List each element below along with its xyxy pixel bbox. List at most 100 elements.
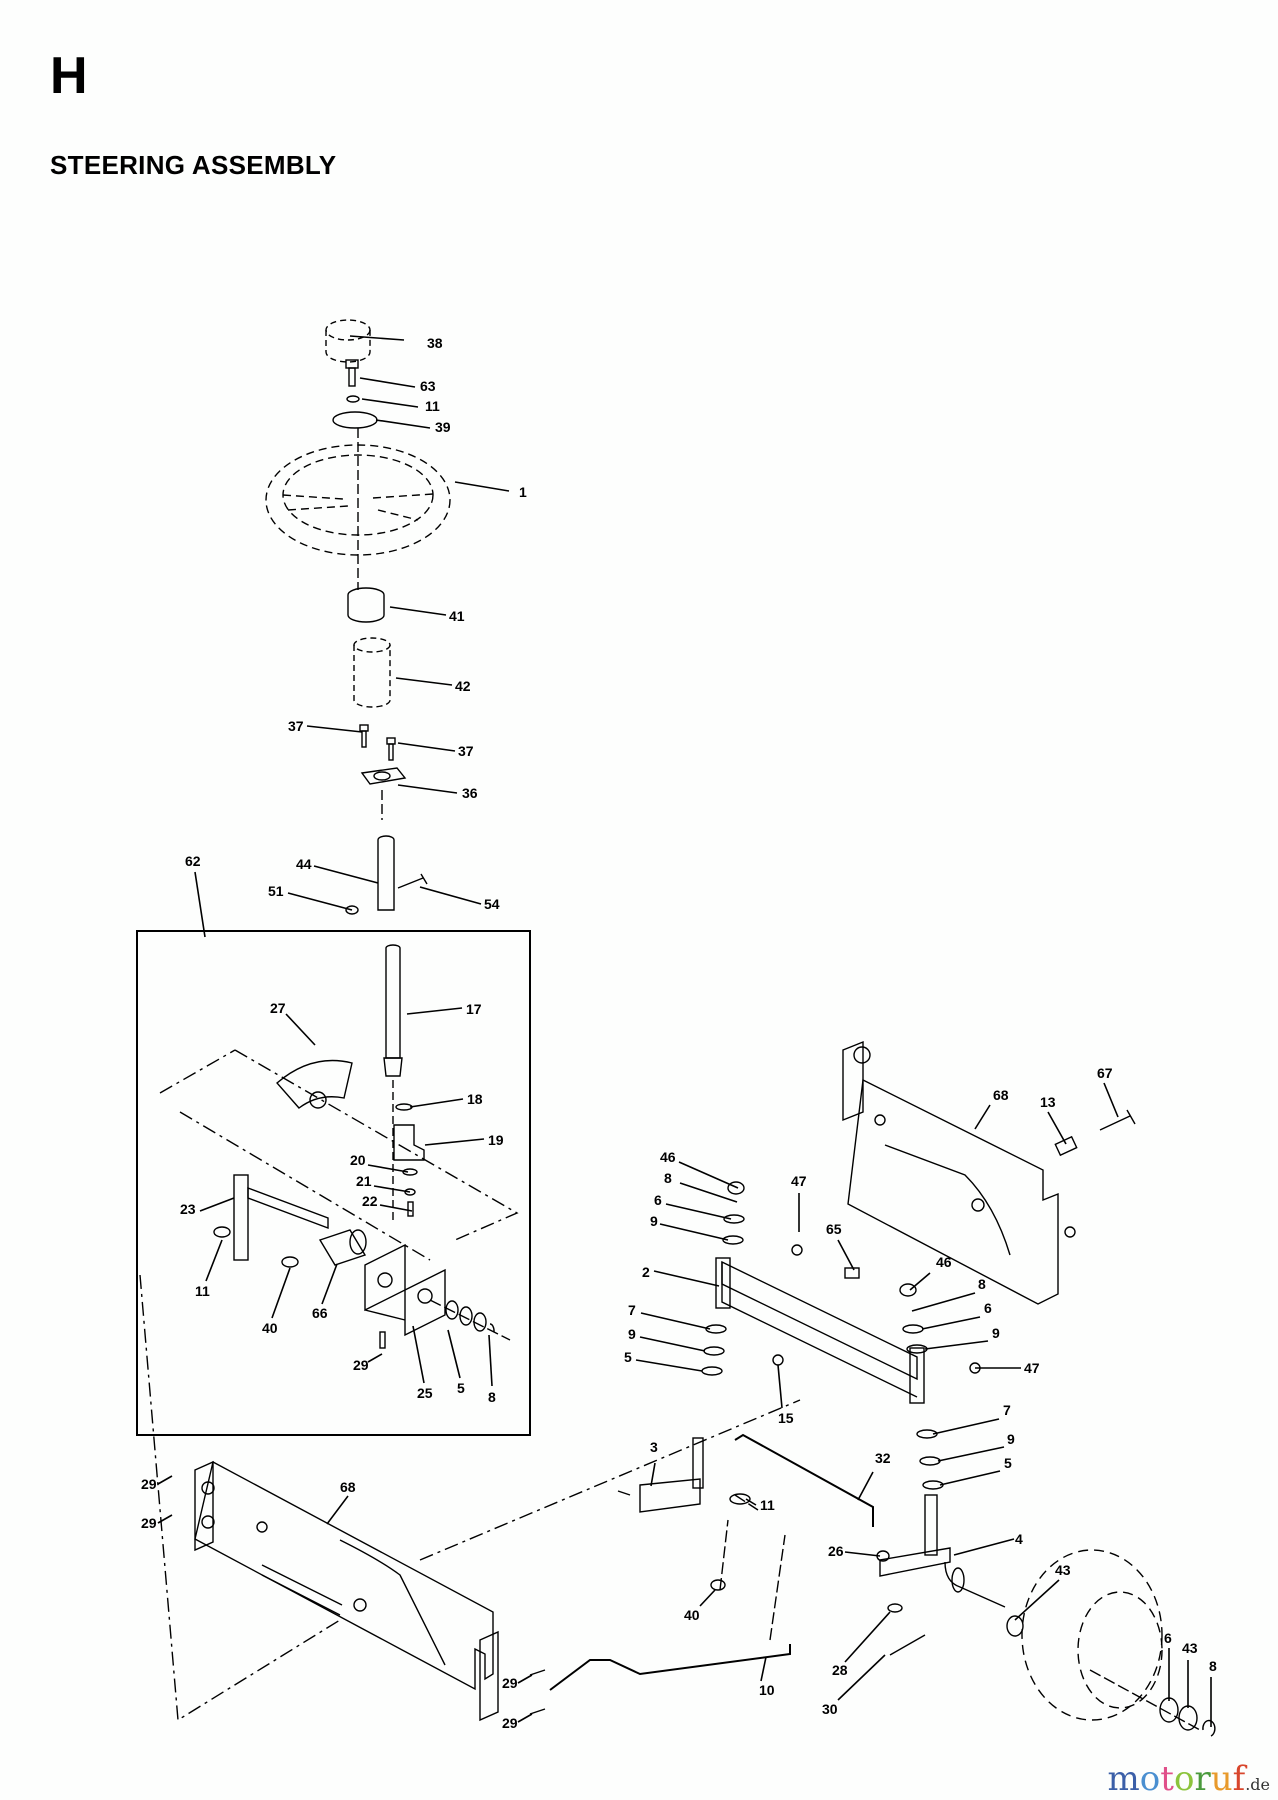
part-number-label: 47 xyxy=(791,1173,807,1189)
part-number-label: 25 xyxy=(417,1385,433,1401)
part-number-label: 6 xyxy=(654,1192,662,1208)
part-number-label: 40 xyxy=(684,1607,700,1623)
leader-line xyxy=(974,1104,991,1130)
part-number-label: 4 xyxy=(1015,1531,1023,1547)
part-number-label: 66 xyxy=(312,1305,328,1321)
subassembly-box xyxy=(136,930,531,1436)
part-callout-13: 13 xyxy=(1040,1094,1067,1145)
leader-line xyxy=(389,606,447,616)
part-number-label: 40 xyxy=(262,1320,278,1336)
leader-line xyxy=(199,1197,235,1212)
part-number-label: 8 xyxy=(488,1389,496,1405)
part-number-label: 68 xyxy=(340,1479,356,1495)
part-callout-46: 46 xyxy=(660,1149,739,1189)
section-letter: H xyxy=(50,47,88,105)
leader-line xyxy=(373,1185,411,1193)
front-wheel-part xyxy=(1021,1549,1163,1721)
part-number-label: 11 xyxy=(425,398,440,414)
part-number-label: 29 xyxy=(502,1675,518,1691)
part-number-label: 2 xyxy=(642,1264,650,1280)
part-callout-5: 5 xyxy=(624,1349,703,1372)
part-number-label: 51 xyxy=(268,883,284,899)
leader-line xyxy=(745,1498,757,1506)
part-number-label: 65 xyxy=(826,1221,842,1237)
part-callout-7: 7 xyxy=(932,1402,1011,1435)
part-callout-47: 47 xyxy=(975,1360,1040,1376)
leader-line xyxy=(665,1203,732,1220)
leader-line xyxy=(857,1471,874,1501)
leader-line xyxy=(635,1359,703,1372)
part-number-label: 38 xyxy=(427,335,443,351)
part-number-label: 18 xyxy=(467,1091,483,1107)
logo-letter: t xyxy=(1160,1759,1174,1799)
part-number-label: 5 xyxy=(1004,1455,1012,1471)
leader-line xyxy=(937,1446,1005,1462)
leader-line xyxy=(367,1353,383,1363)
leader-line xyxy=(844,1611,891,1663)
part-callout-38: 38 xyxy=(349,335,443,351)
part-callout-68: 68 xyxy=(326,1479,356,1525)
leader-line xyxy=(909,1272,931,1291)
part-callout-8: 8 xyxy=(488,1334,496,1405)
part-callout-26: 26 xyxy=(828,1543,881,1559)
part-callout-43: 43 xyxy=(1014,1562,1071,1621)
part-number-label: 39 xyxy=(435,419,451,435)
wheel-cap-part xyxy=(325,319,371,363)
leader-line xyxy=(777,1364,783,1409)
part-callout-67: 67 xyxy=(1097,1065,1119,1118)
leader-line xyxy=(659,1223,729,1241)
leader-line xyxy=(287,892,353,911)
part-number-label: 32 xyxy=(875,1450,891,1466)
leader-line xyxy=(454,481,510,492)
leader-line xyxy=(653,1270,720,1287)
part-number-label: 9 xyxy=(628,1326,636,1342)
part-callout-29: 29 xyxy=(141,1514,173,1531)
part-callout-41: 41 xyxy=(389,606,465,624)
part-number-label: 6 xyxy=(1164,1630,1172,1646)
part-number-label: 44 xyxy=(296,856,312,872)
leader-line xyxy=(326,1495,349,1525)
part-callout-40: 40 xyxy=(684,1589,716,1623)
part-number-label: 9 xyxy=(1007,1431,1015,1447)
part-callout-21: 21 xyxy=(356,1173,411,1193)
part-number-label: 22 xyxy=(362,1193,378,1209)
left-frame-plate xyxy=(194,1460,499,1722)
logo-letter: m xyxy=(1107,1759,1140,1799)
part-callout-19: 19 xyxy=(424,1132,504,1148)
part-number-label: 47 xyxy=(1024,1360,1040,1376)
leader-line xyxy=(409,1098,464,1108)
part-number-label: 8 xyxy=(1209,1658,1217,1674)
leader-line xyxy=(424,1138,485,1146)
part-callout-47: 47 xyxy=(791,1173,807,1232)
part-number-label: 43 xyxy=(1182,1640,1198,1656)
leader-line xyxy=(367,1164,409,1173)
leader-line xyxy=(361,398,419,408)
leader-line xyxy=(640,1312,711,1330)
part-callout-8: 8 xyxy=(1209,1658,1217,1727)
part-callout-43: 43 xyxy=(1182,1640,1198,1708)
part-number-label: 68 xyxy=(993,1087,1009,1103)
part-number-label: 42 xyxy=(455,678,471,694)
logo-letter: r xyxy=(1194,1759,1211,1799)
part-callout-9: 9 xyxy=(650,1213,729,1241)
part-callout-9: 9 xyxy=(628,1326,706,1352)
part-callout-10: 10 xyxy=(759,1656,775,1698)
leader-line xyxy=(397,742,456,752)
part-number-label: 15 xyxy=(778,1410,794,1426)
part-callout-8: 8 xyxy=(911,1276,986,1312)
part-number-label: 9 xyxy=(650,1213,658,1229)
leader-line xyxy=(313,865,379,884)
part-callout-11: 11 xyxy=(361,398,440,414)
page-title: STEERING ASSEMBLY xyxy=(50,150,337,180)
part-callout-37: 37 xyxy=(397,742,474,759)
part-number-label: 37 xyxy=(288,718,304,734)
leader-line xyxy=(517,1674,533,1684)
part-number-label: 36 xyxy=(462,785,478,801)
watermark-logo: motoruf.de xyxy=(1108,1762,1270,1796)
part-callout-2: 2 xyxy=(642,1264,720,1287)
part-number-label: 29 xyxy=(502,1715,518,1731)
part-callout-8: 8 xyxy=(664,1170,738,1203)
part-number-label: 29 xyxy=(141,1515,157,1531)
logo-tld: .de xyxy=(1245,1775,1270,1794)
